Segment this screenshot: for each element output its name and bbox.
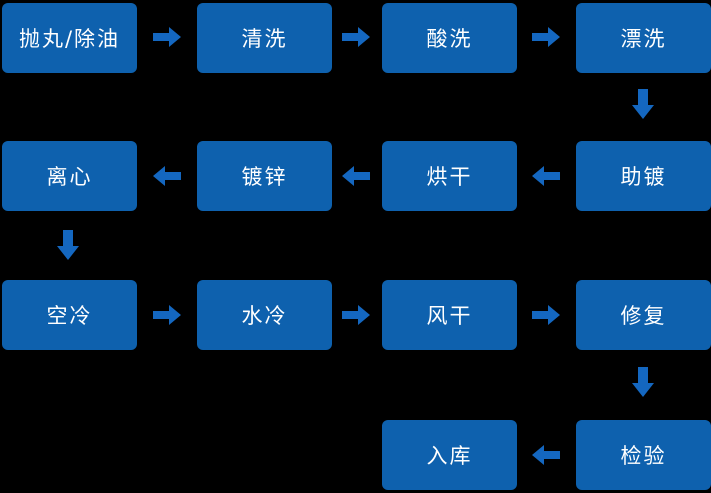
arrow-right-icon xyxy=(153,305,181,325)
arrow-left-icon xyxy=(532,445,560,465)
flow-node-honggan: 烘干 xyxy=(382,141,517,211)
arrow-right-icon xyxy=(532,305,560,325)
arrow-right-icon xyxy=(153,27,181,47)
flow-node-shuileng: 水冷 xyxy=(197,280,332,350)
arrow-right-icon xyxy=(532,27,560,47)
flow-node-jianyan: 检验 xyxy=(576,420,711,490)
arrow-left-icon xyxy=(532,166,560,186)
flow-node-zhudu: 助镀 xyxy=(576,141,711,211)
arrow-down-icon xyxy=(632,367,654,397)
flow-node-qingxi: 清洗 xyxy=(197,3,332,73)
flow-node-lixin: 离心 xyxy=(2,141,137,211)
arrow-down-icon xyxy=(57,230,79,260)
flow-node-xiufu: 修复 xyxy=(576,280,711,350)
flow-node-paowan-chuyou: 抛丸/除油 xyxy=(2,3,137,73)
arrow-right-icon xyxy=(342,27,370,47)
flow-node-suanxi: 酸洗 xyxy=(382,3,517,73)
arrow-left-icon xyxy=(153,166,181,186)
arrow-down-icon xyxy=(632,89,654,119)
flow-node-duxin: 镀锌 xyxy=(197,141,332,211)
flow-node-ruku: 入库 xyxy=(382,420,517,490)
flow-node-kongleng: 空冷 xyxy=(2,280,137,350)
arrow-right-icon xyxy=(342,305,370,325)
flow-node-piaoxi: 漂洗 xyxy=(576,3,711,73)
arrow-left-icon xyxy=(342,166,370,186)
flow-node-fenggan: 风干 xyxy=(382,280,517,350)
